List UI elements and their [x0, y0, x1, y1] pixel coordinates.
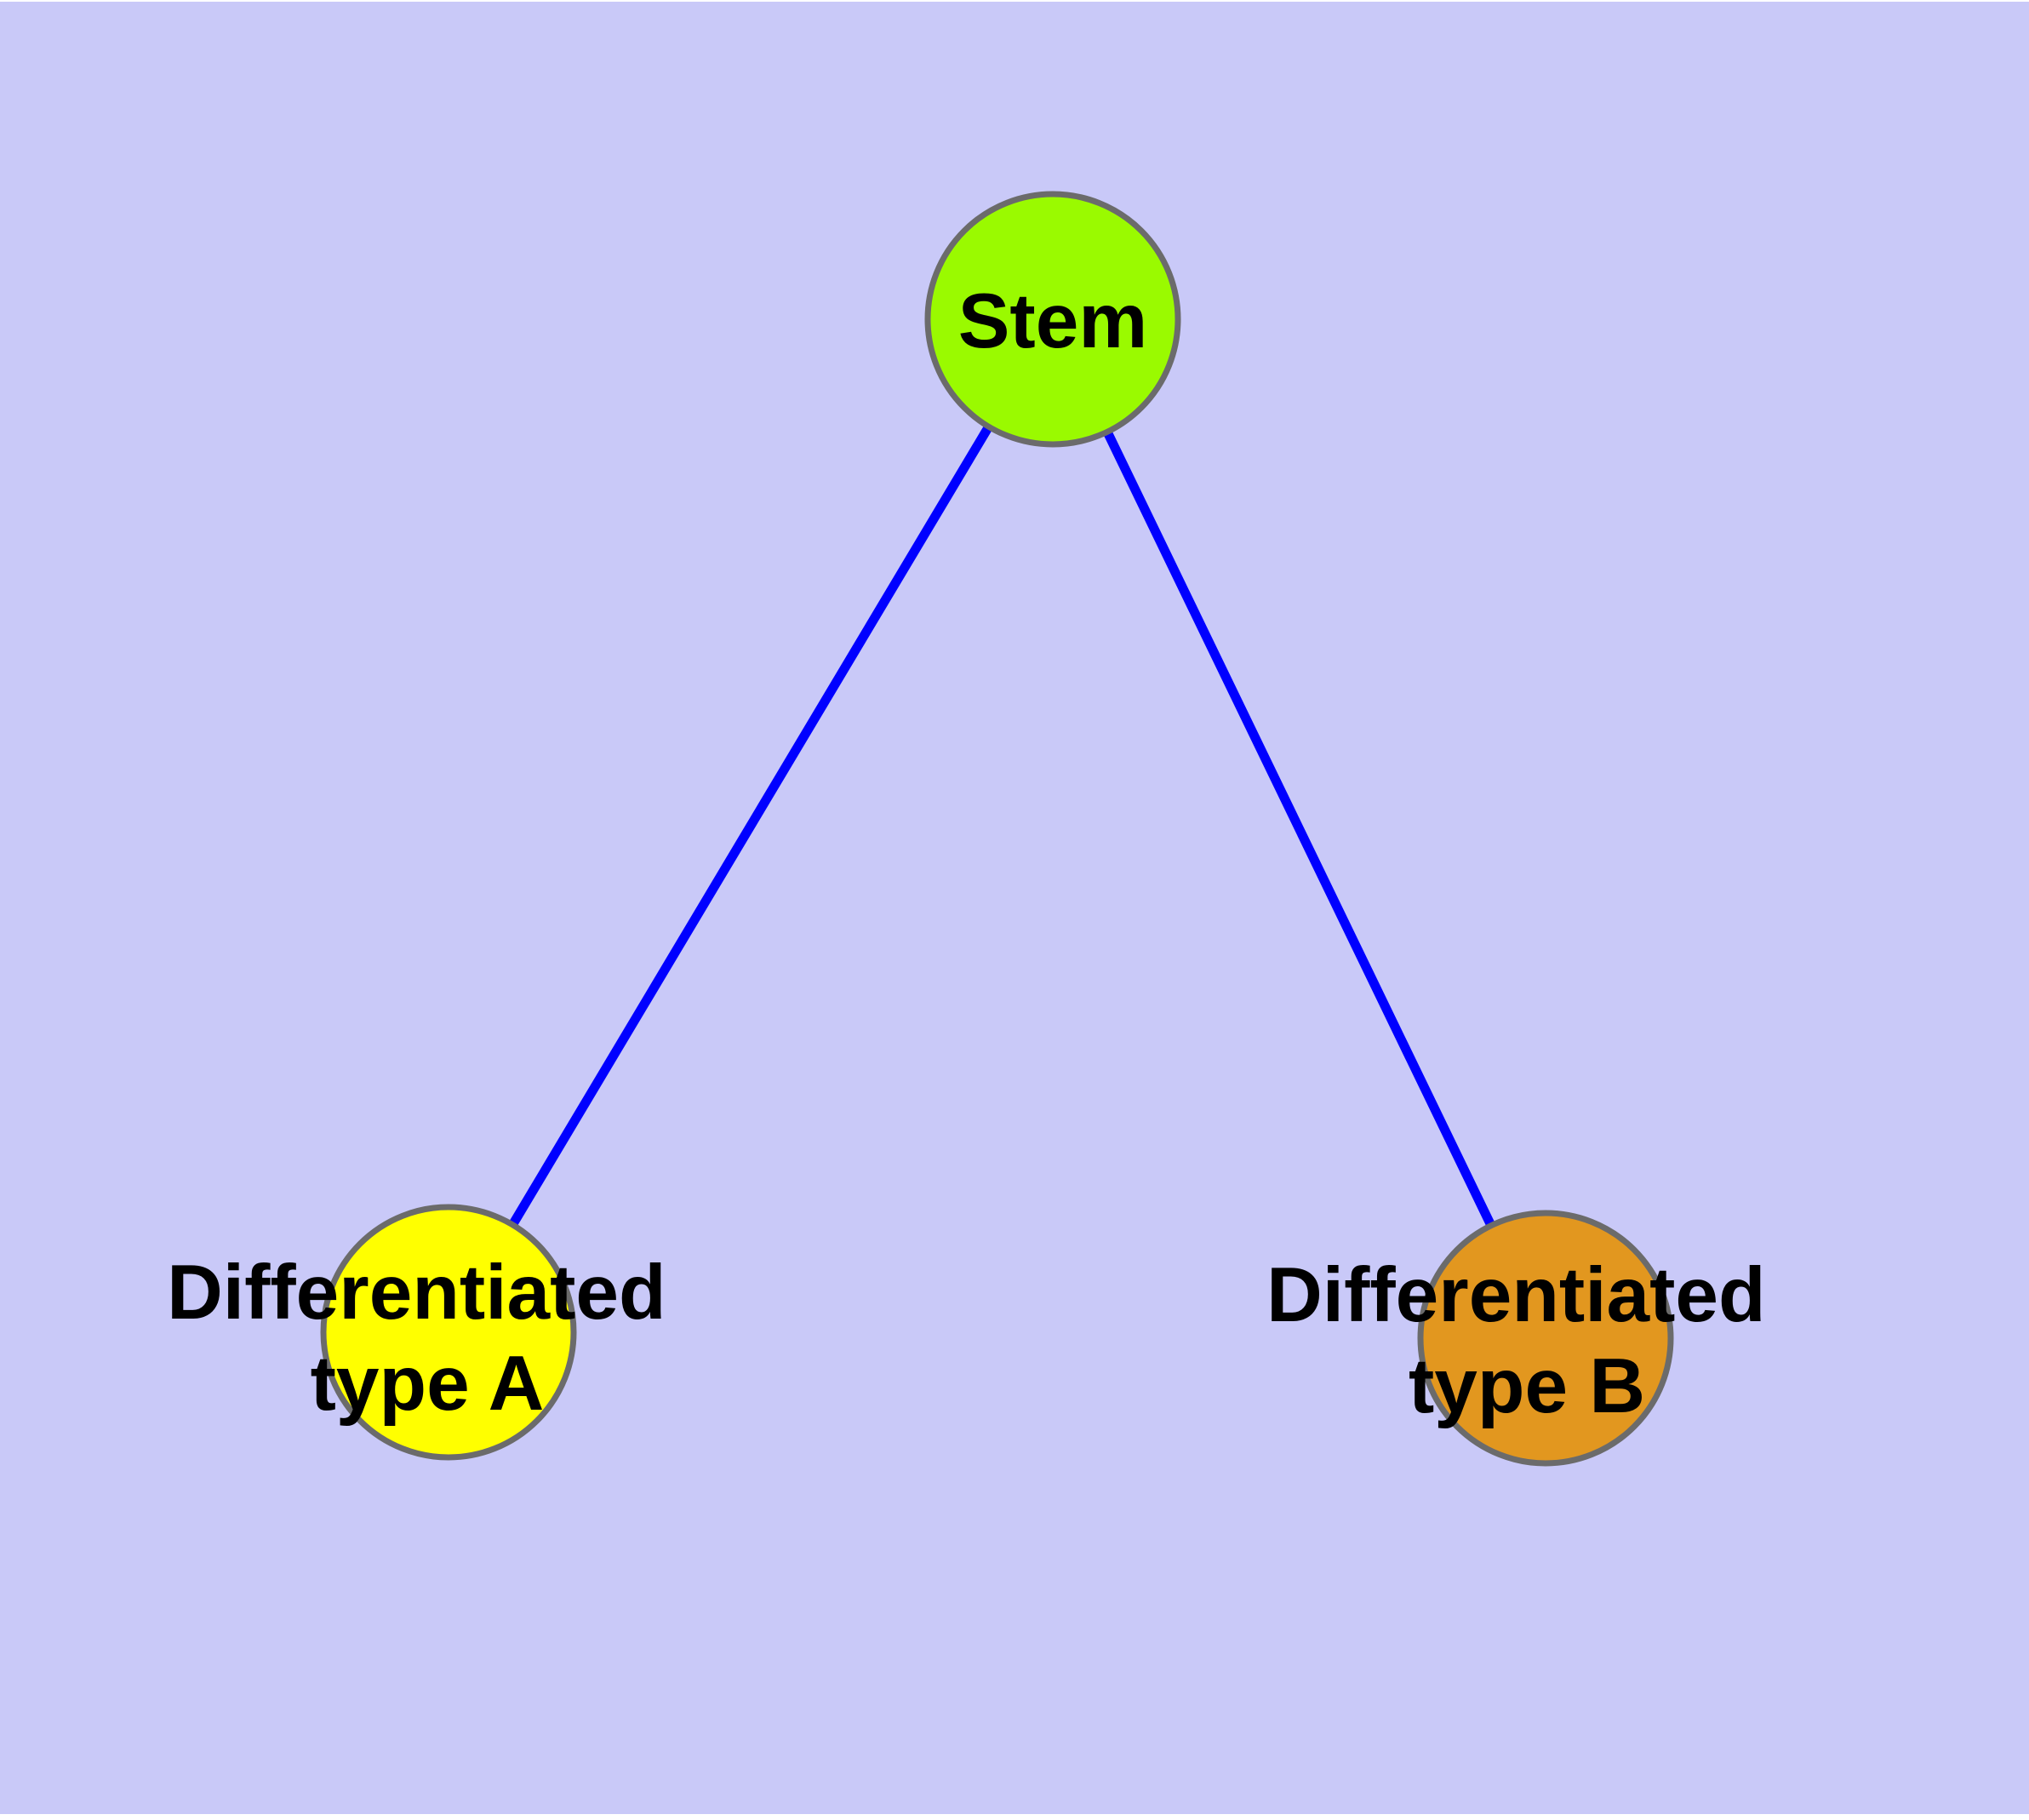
node-type-b-label-line1: Differentiated: [1266, 1252, 1766, 1338]
node-type-a-label-line2: type A: [311, 1341, 545, 1427]
node-stem-circle: [924, 191, 1181, 448]
node-type-a-label: Differentiated type A: [167, 1250, 688, 1427]
edge-stem-to-type-b: [1048, 314, 1551, 1343]
node-type-a-circle: [320, 1204, 577, 1461]
node-stem-label: Stem: [958, 278, 1148, 364]
node-type-b-label: Differentiated type B: [1266, 1252, 1787, 1429]
node-type-b-label-line2: type B: [1409, 1343, 1645, 1429]
node-type-a-label-line1: Differentiated: [167, 1250, 666, 1336]
node-type-b-circle: [1417, 1210, 1674, 1467]
edge-stem-to-type-a: [443, 314, 1058, 1337]
